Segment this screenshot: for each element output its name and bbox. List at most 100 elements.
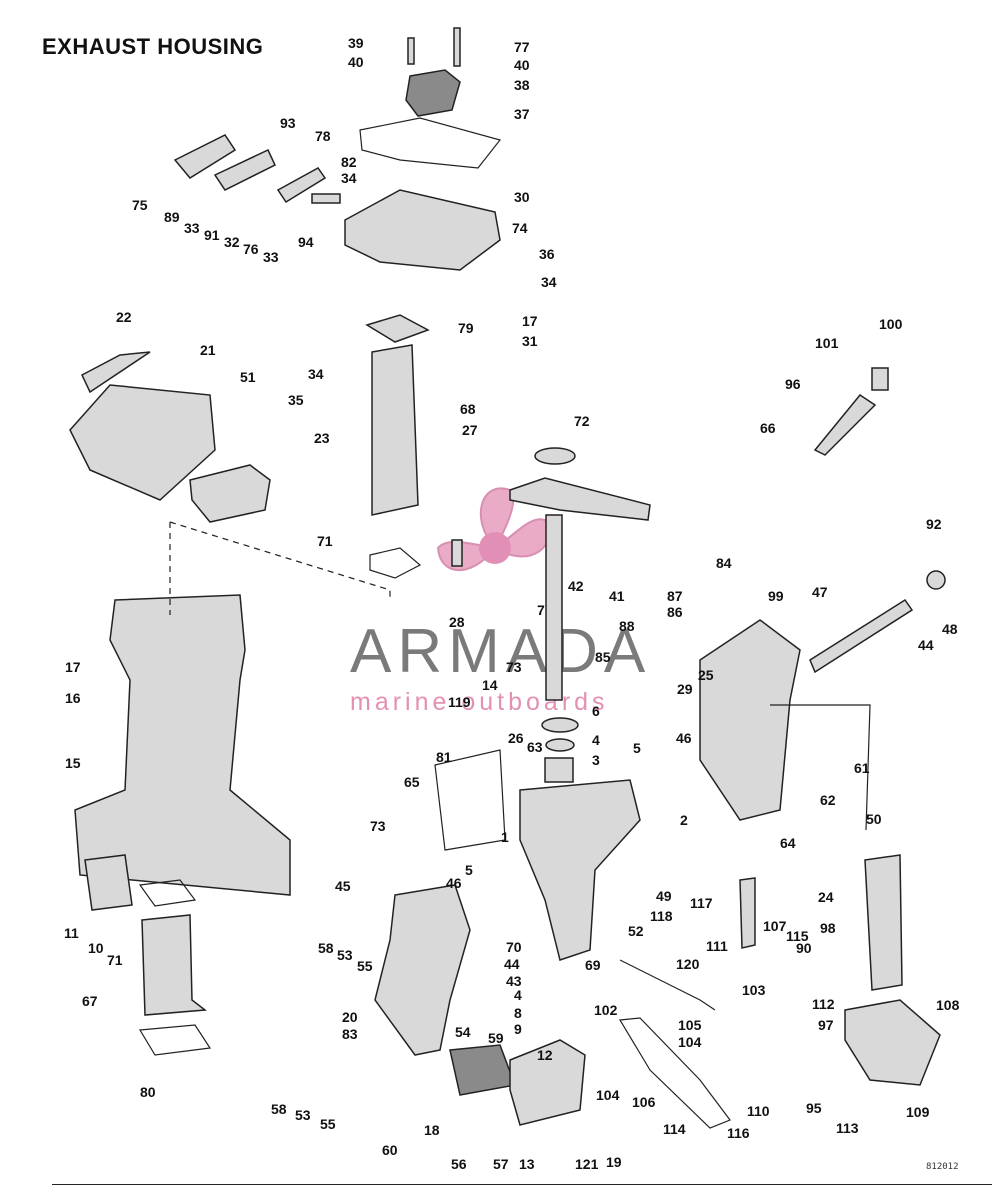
seal-71 xyxy=(369,547,422,579)
callout-label: 48 xyxy=(942,621,958,637)
callout-label: 62 xyxy=(820,792,836,808)
callout-label: 28 xyxy=(449,614,465,630)
seal-22 xyxy=(81,351,151,394)
callout-label: 37 xyxy=(514,106,530,122)
callout-label: 51 xyxy=(240,369,256,385)
callout-label: 1 xyxy=(501,829,509,845)
steering-arm-72 xyxy=(509,477,651,521)
callout-label: 18 xyxy=(424,1122,440,1138)
covers-group xyxy=(69,351,463,579)
callout-label: 58 xyxy=(271,1101,287,1117)
callout-label: 113 xyxy=(836,1120,859,1136)
callout-label: 112 xyxy=(812,996,835,1012)
callout-label: 29 xyxy=(677,681,693,697)
callout-label: 12 xyxy=(537,1047,553,1063)
callout-label: 31 xyxy=(522,333,538,349)
callout-label: 17 xyxy=(65,659,81,675)
callout-label: 121 xyxy=(575,1156,599,1172)
callout-label: 80 xyxy=(140,1084,156,1100)
callout-label: 111 xyxy=(706,938,728,954)
callout-label: 72 xyxy=(574,413,590,429)
swivel-bracket-1 xyxy=(519,779,641,961)
callout-label: 110 xyxy=(747,1103,770,1119)
callout-label: 91 xyxy=(204,227,220,243)
shaft-7 xyxy=(545,514,563,701)
callout-label: 34 xyxy=(541,274,557,290)
callout-label: 71 xyxy=(317,533,333,549)
callout-label: 2 xyxy=(680,812,688,828)
callout-label: 24 xyxy=(818,889,834,905)
callout-label: 23 xyxy=(314,430,330,446)
callout-label: 19 xyxy=(606,1154,622,1170)
callout-label: 5 xyxy=(465,862,473,878)
callout-label: 90 xyxy=(796,940,812,956)
callout-label: 79 xyxy=(458,320,474,336)
callout-label: 120 xyxy=(676,956,700,972)
callout-label: 32 xyxy=(224,234,240,250)
callout-label: 50 xyxy=(866,811,882,827)
callout-label: 88 xyxy=(619,618,635,634)
gasket-37 xyxy=(359,117,502,169)
cover-10 xyxy=(84,854,133,911)
bracket-109 xyxy=(844,999,941,1086)
callout-label: 73 xyxy=(506,659,522,675)
callout-label: 100 xyxy=(879,316,903,332)
callout-label: 46 xyxy=(446,875,462,891)
watermark-tagline: marine outboards xyxy=(350,688,609,716)
seal-71-lower xyxy=(138,879,197,907)
callout-label: 4 xyxy=(592,732,600,748)
callout-label: 66 xyxy=(760,420,776,436)
exhaust-housing-15 xyxy=(74,594,291,896)
callout-label: 68 xyxy=(460,401,476,417)
cover-21 xyxy=(69,384,216,501)
plate-89 xyxy=(173,134,237,179)
callout-label: 95 xyxy=(806,1100,822,1116)
diagram-title: EXHAUST HOUSING xyxy=(42,34,264,59)
callout-label: 42 xyxy=(568,578,584,594)
callout-label: 27 xyxy=(462,422,478,438)
callout-label: 86 xyxy=(667,604,683,620)
adapter-housing-30 xyxy=(344,189,501,271)
tube-67 xyxy=(141,914,207,1016)
stern-bracket-right xyxy=(699,367,946,1086)
cylinder-98 xyxy=(864,854,903,991)
callout-label: 84 xyxy=(716,555,732,571)
callout-label: 61 xyxy=(854,760,870,776)
callout-label: 49 xyxy=(656,888,672,904)
knob-100 xyxy=(871,367,889,391)
rod-61 xyxy=(770,704,871,831)
callout-label: 70 xyxy=(506,939,522,955)
callout-label: 21 xyxy=(200,342,216,358)
callout-label: 81 xyxy=(436,749,452,765)
gasket-33 xyxy=(276,167,327,204)
cap-72 xyxy=(534,447,576,465)
callout-label: 103 xyxy=(742,982,766,998)
callout-label: 45 xyxy=(335,878,351,894)
callout-label: 10 xyxy=(88,940,104,956)
callout-labels: 39 77 40 40 38 37 93 78 82 34 30 74 75 8… xyxy=(64,35,960,1172)
callout-label: 57 xyxy=(493,1156,509,1172)
callout-label: 47 xyxy=(812,584,828,600)
callout-label: 9 xyxy=(514,1021,522,1037)
block-18 xyxy=(449,1044,517,1096)
parts-table-edge xyxy=(52,1184,992,1191)
callout-label: 97 xyxy=(818,1017,834,1033)
callout-label: 54 xyxy=(455,1024,471,1040)
callout-label: 114 xyxy=(663,1121,686,1137)
callout-label: 96 xyxy=(785,376,801,392)
callout-label: 34 xyxy=(308,366,324,382)
callout-label: 34 xyxy=(341,170,357,186)
callout-label: 104 xyxy=(596,1087,620,1103)
callout-label: 3 xyxy=(592,752,600,768)
seal-80 xyxy=(138,1024,212,1056)
exhaust-tube-68 xyxy=(371,344,419,516)
callout-label: 52 xyxy=(628,923,644,939)
callout-label: 33 xyxy=(184,220,200,236)
callout-label: 53 xyxy=(337,947,353,963)
callout-label: 44 xyxy=(504,956,520,972)
callout-label: 107 xyxy=(763,918,787,934)
callout-label: 30 xyxy=(514,189,530,205)
callout-label: 77 xyxy=(514,39,530,55)
callout-label: 43 xyxy=(506,973,522,989)
callout-label: 39 xyxy=(348,35,364,51)
